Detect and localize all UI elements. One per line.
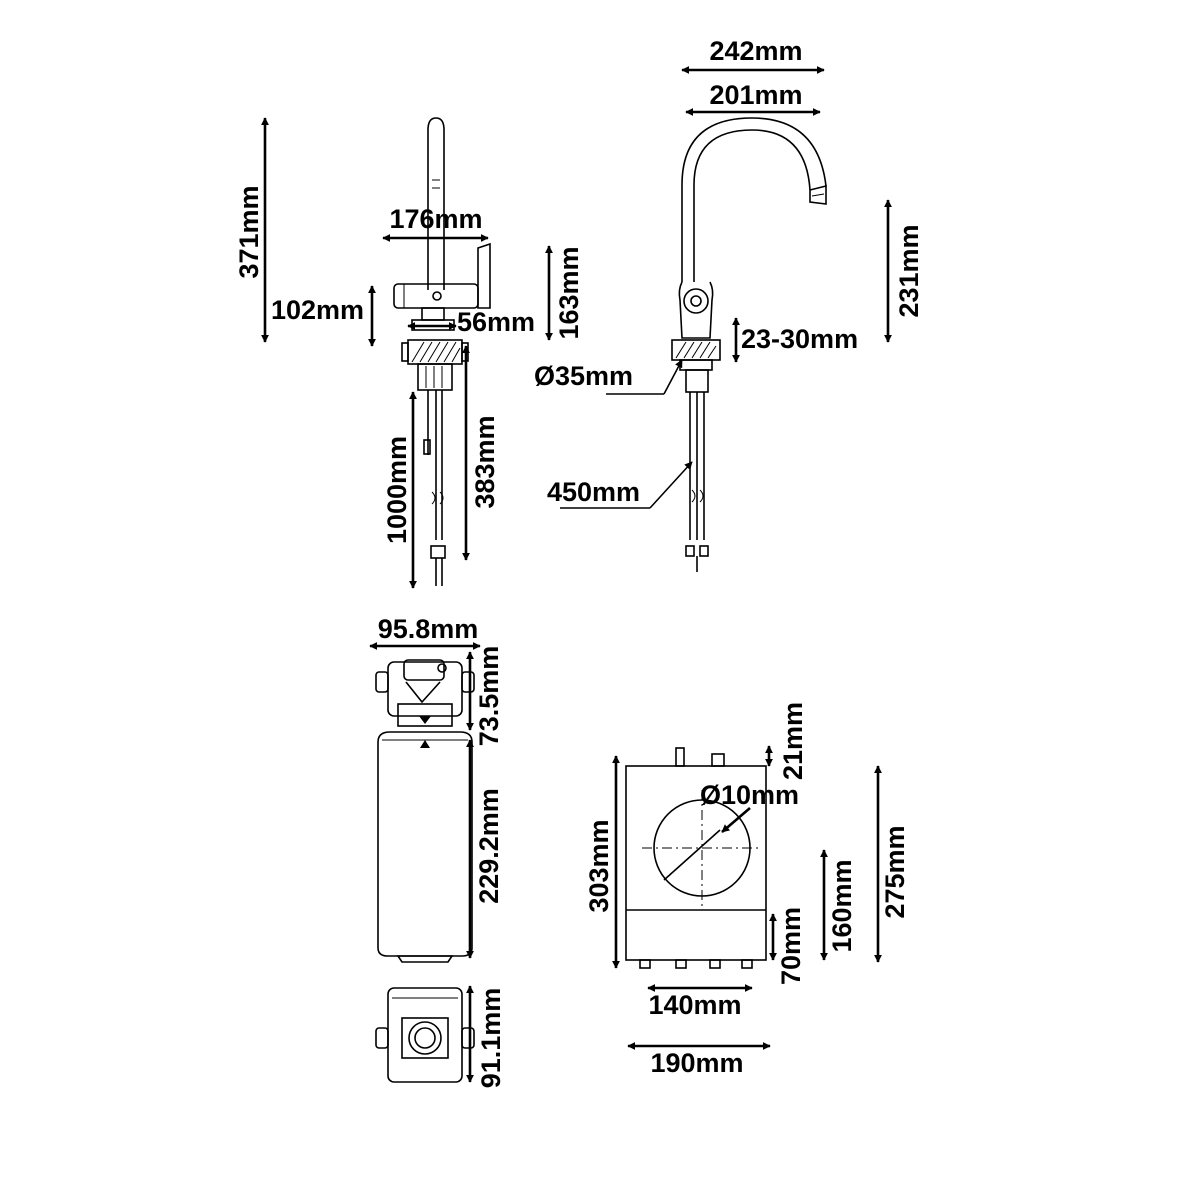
dim-hole-35mm: Ø35mm (534, 361, 633, 391)
dim-383mm: 383mm (470, 415, 500, 508)
tap-front-view (560, 66, 892, 572)
dim-vent-10mm: Ø10mm (700, 780, 799, 810)
dim-303mm: 303mm (584, 819, 614, 912)
dim-70mm: 70mm (776, 907, 806, 985)
tap-side-view (261, 117, 553, 589)
dim-160mm: 160mm (827, 859, 857, 952)
dim-201mm: 201mm (709, 80, 802, 110)
dim-163mm: 163mm (554, 246, 584, 339)
dim-190mm: 190mm (650, 1048, 743, 1078)
dim-95-8mm: 95.8mm (378, 614, 479, 644)
dim-242mm: 242mm (709, 36, 802, 66)
dim-91-1mm: 91.1mm (476, 988, 506, 1089)
dim-140mm: 140mm (648, 990, 741, 1020)
dim-275mm: 275mm (880, 825, 910, 918)
dim-450mm: 450mm (547, 477, 640, 507)
dim-371mm: 371mm (234, 185, 264, 278)
dim-21mm: 21mm (778, 702, 808, 780)
dim-176mm: 176mm (389, 204, 482, 234)
dim-56mm: 56mm (457, 307, 535, 337)
dim-73-5mm: 73.5mm (474, 646, 504, 747)
dim-231mm: 231mm (894, 224, 924, 317)
filter-view (369, 642, 481, 1083)
dim-1000mm: 1000mm (382, 436, 412, 544)
boiler-view (612, 745, 882, 1050)
dim-23-30mm: 23-30mm (741, 324, 858, 354)
dim-102mm: 102mm (271, 295, 364, 325)
dim-229-2mm: 229.2mm (474, 788, 504, 904)
